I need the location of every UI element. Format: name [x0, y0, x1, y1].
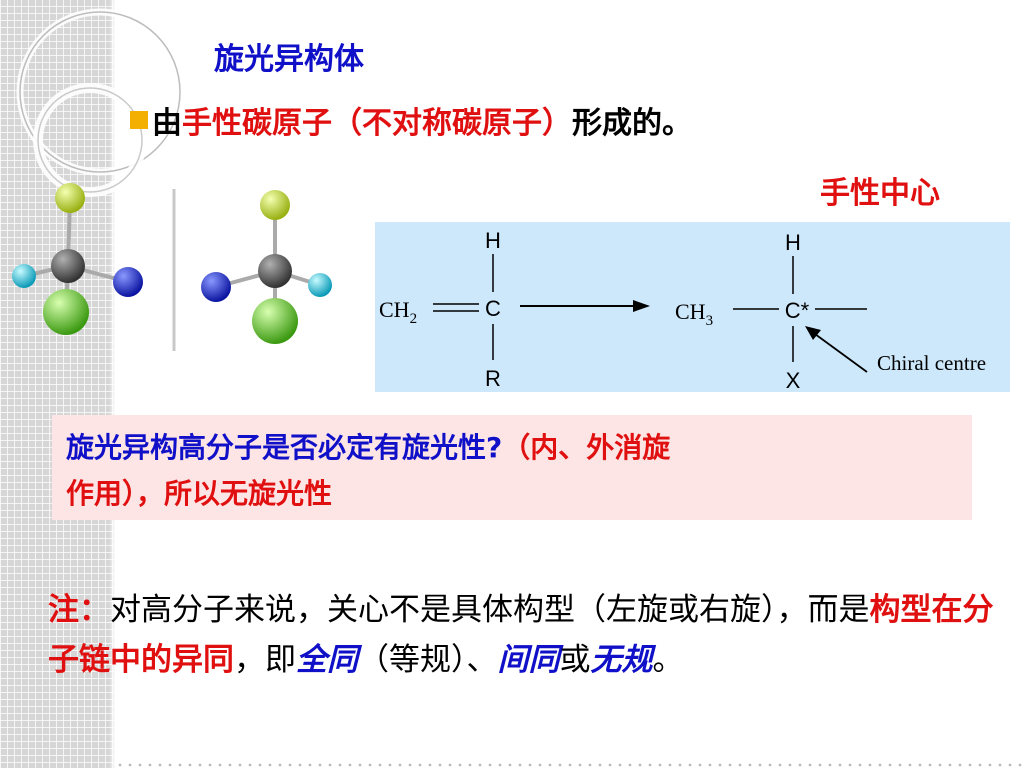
note-text3: （等规）、 [358, 642, 498, 678]
decorative-rings [16, 8, 184, 197]
note-paragraph: 注：对高分子来说，关心不是具体构型（左旋或右旋），而是构型在分子链中的异同，即全… [48, 585, 1008, 685]
left-checkered-strip [0, 0, 115, 768]
right-top-atom: H [785, 230, 801, 255]
left-top-atom: H [485, 228, 501, 253]
right-bottom-atom: X [786, 368, 801, 392]
term-atactic: 无规 [590, 642, 653, 678]
bullet-highlight: 手性碳原子（不对称碳原子） [182, 106, 572, 141]
bullet-definition: 由手性碳原子（不对称碳原子）形成的。 [130, 98, 692, 142]
note-text4: 或 [559, 642, 591, 678]
enantiomer-models [12, 183, 332, 351]
molecule-right [201, 190, 332, 344]
left-group: CH2 [379, 297, 417, 327]
term-isotactic: 全同 [296, 642, 358, 678]
slide-title: 旋光异构体 [214, 42, 364, 77]
answer-part3: 无旋光性 [220, 477, 333, 510]
note-text5: 。 [652, 642, 684, 678]
molecule-left [12, 183, 143, 335]
bullet-suffix: 形成的。 [572, 106, 692, 141]
chiral-centre-annotation: Chiral centre [877, 351, 986, 375]
left-bottom-atom: R [485, 366, 501, 391]
bullet-prefix: 由 [152, 106, 182, 141]
right-center-atom: C* [785, 298, 810, 323]
chiral-reaction-diagram: H CH2 C R H CH3 C* X Chiral centre [375, 222, 1010, 392]
note-text1: 对高分子来说，关心不是具体构型（左旋或右旋），而是 [110, 592, 870, 628]
chiral-center-label: 手性中心 [820, 176, 940, 211]
left-center-atom: C [485, 296, 501, 321]
bottom-dotted-border [115, 762, 1024, 768]
note-text2: ，即 [234, 642, 296, 678]
note-label: 注： [48, 592, 110, 628]
bullet-square-icon [130, 111, 148, 129]
right-group: CH3 [675, 299, 713, 329]
question-text: 旋光异构高分子是否必定有旋光性? [66, 431, 503, 464]
answer-part2: 作用），所以 [66, 477, 221, 510]
answer-part1: （内、外消旋 [502, 431, 671, 464]
question-box: 旋光异构高分子是否必定有旋光性?（内、外消旋作用），所以无旋光性 [52, 415, 972, 520]
term-syndiotactic: 间同 [497, 642, 560, 678]
note-emphasis: 构型在分子链中的异同 [48, 592, 994, 678]
